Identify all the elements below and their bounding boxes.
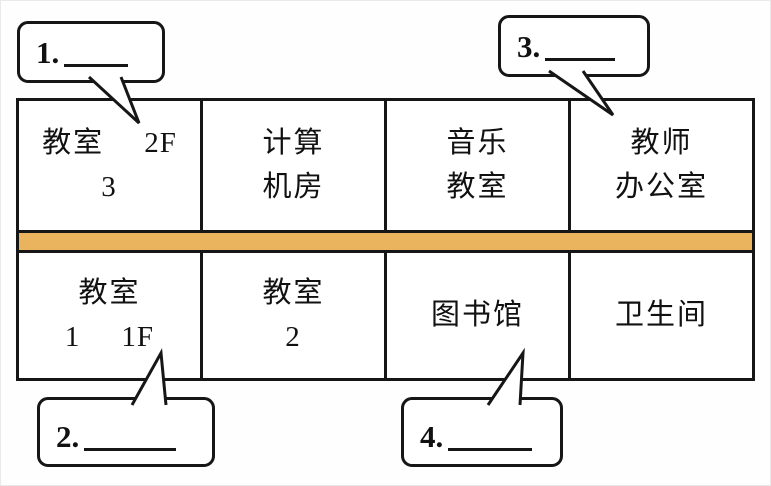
floor-slab-band: [19, 230, 752, 253]
room-label: 音乐: [446, 127, 509, 160]
room-music-classroom: 音乐 教室: [387, 101, 571, 230]
callout-1-number: 1.: [36, 35, 60, 70]
room-label: 教室: [78, 277, 141, 310]
callout-2-answer-blank[interactable]: [84, 443, 177, 451]
room-classroom-3: 教室 2F 3: [19, 101, 203, 230]
room-label: 3: [101, 171, 118, 203]
floor-label-1f: 1F: [121, 321, 155, 353]
room-line: 1 1F: [65, 320, 154, 355]
floor-2f-row: 教室 2F 3 计算 机房 音乐 教室 教师 办公室: [19, 101, 752, 230]
room-teachers-office: 教师 办公室: [571, 101, 752, 230]
callout-4-number: 4.: [420, 419, 444, 454]
room-label: 教室: [262, 277, 325, 310]
callout-4-answer-blank[interactable]: [448, 443, 533, 451]
callout-2-number: 2.: [56, 419, 80, 454]
building-grid: 教室 2F 3 计算 机房 音乐 教室 教师 办公室 教室: [16, 98, 755, 381]
callout-1: 1.: [17, 21, 165, 83]
callout-2: 2.: [37, 397, 215, 467]
callout-4: 4.: [401, 397, 563, 467]
floor-label-2f: 2F: [144, 127, 177, 160]
room-label: 2: [285, 321, 302, 353]
room-computer-lab: 计算 机房: [203, 101, 387, 230]
room-library: 图书馆: [387, 253, 571, 378]
room-label: 教室: [42, 127, 105, 160]
room-classroom-1: 教室 1 1F: [19, 253, 203, 378]
room-label: 机房: [262, 171, 325, 203]
callout-3-answer-blank[interactable]: [545, 53, 616, 61]
room-label: 图书馆: [430, 299, 524, 332]
room-label: 计算: [262, 127, 325, 160]
room-label: 教师: [630, 127, 693, 160]
callout-1-answer-blank[interactable]: [64, 59, 129, 67]
callout-3-number: 3.: [517, 29, 541, 64]
room-label: 办公室: [614, 171, 708, 203]
room-label: 1: [64, 321, 82, 353]
room-restroom: 卫生间: [571, 253, 752, 378]
callout-3: 3.: [498, 15, 650, 77]
floor-1f-row: 教室 1 1F 教室 2 图书馆 卫生间: [19, 253, 752, 378]
room-label: 卫生间: [614, 299, 708, 332]
room-line: 教室 2F: [42, 126, 177, 161]
room-label: 教室: [446, 171, 509, 203]
room-classroom-2: 教室 2: [203, 253, 387, 378]
